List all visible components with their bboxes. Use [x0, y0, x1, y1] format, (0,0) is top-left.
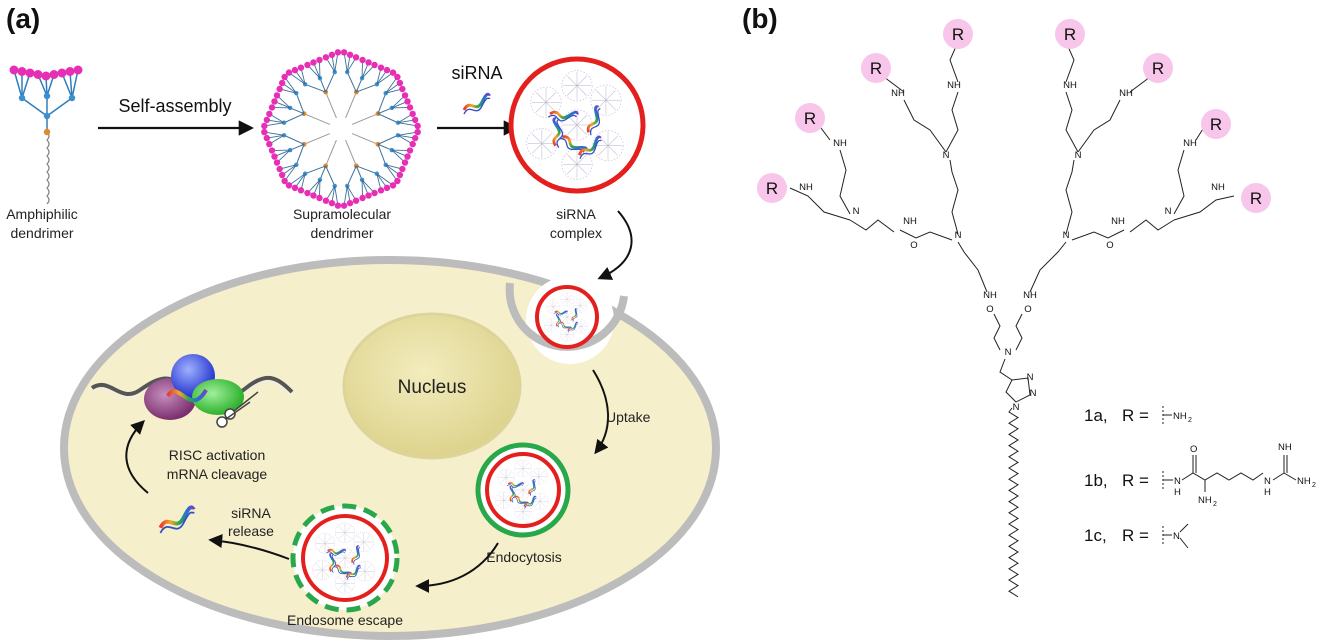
svg-text:NH: NH	[1211, 182, 1225, 193]
svg-text:NH: NH	[833, 138, 847, 149]
escape-arrow	[415, 542, 499, 593]
uptake-label: Uptake	[606, 409, 651, 425]
svg-text:O: O	[910, 240, 917, 251]
svg-text:N: N	[1063, 230, 1070, 241]
svg-text:NH: NH	[1023, 290, 1037, 301]
svg-text:NH: NH	[799, 182, 813, 193]
variant-1b-guan-h: H	[1264, 487, 1271, 498]
risc-label-line1: RISC activation	[169, 447, 265, 463]
nucleus-label: Nucleus	[398, 377, 467, 398]
uptake-complex-icon	[535, 285, 599, 349]
variant-1b-guan-nh2-sub: 2	[1312, 482, 1316, 489]
variant-1b-guan-nh2: NH	[1297, 476, 1311, 487]
variant-1c-r: R =	[1122, 526, 1149, 545]
variant-1b-nh2: NH	[1198, 495, 1212, 506]
complex-label-line2: complex	[550, 225, 602, 241]
variant-1b-o: O	[1190, 444, 1197, 455]
sirna-complex-icon	[508, 56, 646, 194]
variant-1a-group: NH	[1173, 411, 1187, 422]
complex-label-line1: siRNA	[556, 206, 596, 222]
to-cell-arrow	[597, 210, 633, 280]
variant-1b-h: H	[1174, 487, 1181, 498]
svg-text:N: N	[1030, 388, 1037, 399]
amphiphilic-label-line1: Amphiphilic	[6, 206, 78, 222]
svg-text:R: R	[952, 25, 964, 44]
svg-text:R: R	[1152, 59, 1164, 78]
sirna-label: siRNA	[451, 63, 502, 83]
svg-text:R: R	[804, 109, 816, 128]
endocytosis-label: Endocytosis	[486, 549, 561, 565]
svg-text:O: O	[1106, 240, 1113, 251]
risc-label-line2: mRNA cleavage	[167, 466, 268, 482]
variant-1b-r: R =	[1122, 471, 1149, 490]
panel-a-label: (a)	[6, 3, 40, 34]
svg-text:R: R	[870, 59, 882, 78]
sirna-helix-icon	[462, 92, 492, 116]
svg-text:N: N	[943, 150, 950, 161]
svg-text:NH: NH	[1183, 138, 1197, 149]
svg-text:N: N	[1013, 402, 1020, 413]
variant-1b-guan-n: N	[1264, 476, 1271, 487]
supramolecular-label-line1: Supramolecular	[293, 206, 391, 222]
amphiphilic-dendrimer-icon	[9, 65, 83, 205]
variant-1a-id: 1a,	[1084, 406, 1108, 425]
svg-text:NH: NH	[1063, 80, 1077, 91]
svg-text:N: N	[1027, 372, 1034, 383]
svg-text:N: N	[1005, 347, 1012, 358]
supramolecular-dendrimer-icon	[261, 49, 421, 209]
release-arrow	[208, 534, 290, 560]
svg-text:NH: NH	[891, 88, 905, 99]
nucleus	[342, 312, 522, 460]
supramolecular-label-line2: dendrimer	[310, 225, 373, 241]
svg-text:R: R	[1250, 189, 1262, 208]
panel-b-label: (b)	[742, 3, 778, 34]
svg-text:NH: NH	[947, 80, 961, 91]
uptake-arrow	[592, 369, 609, 455]
variant-1a: 1a, R = NH 2	[1084, 406, 1192, 425]
variant-1c-id: 1c,	[1084, 526, 1107, 545]
svg-text:NH: NH	[1111, 216, 1125, 227]
svg-text:NH: NH	[903, 216, 917, 227]
risc-complex-icon	[90, 354, 294, 428]
variant-1b-id: 1b,	[1084, 471, 1108, 490]
svg-text:NH: NH	[983, 290, 997, 301]
variant-1a-sub: 2	[1188, 417, 1192, 424]
svg-text:R: R	[1210, 115, 1222, 134]
release-label-line1: siRNA	[231, 505, 271, 521]
variant-1b: 1b, R = N H O NH 2 N H NH NH 2	[1084, 442, 1316, 508]
variant-1b-nh2-sub: 2	[1213, 501, 1217, 508]
variant-1c: 1c, R = N	[1084, 523, 1189, 549]
release-label-line2: release	[228, 523, 274, 539]
svg-text:N: N	[955, 230, 962, 241]
svg-text:N: N	[1075, 150, 1082, 161]
svg-text:N: N	[853, 206, 860, 217]
svg-text:O: O	[1024, 304, 1031, 315]
svg-text:R: R	[1064, 25, 1076, 44]
endocytosis-vesicle-icon	[475, 442, 571, 538]
svg-text:NH: NH	[1119, 88, 1133, 99]
variant-1c-n: N	[1173, 531, 1180, 542]
svg-text:R: R	[766, 179, 778, 198]
endosome-escape-label: Endosome escape	[287, 612, 403, 628]
endosome-escape-icon	[290, 503, 400, 613]
svg-text:N: N	[1165, 206, 1172, 217]
amphiphilic-label-line2: dendrimer	[10, 225, 73, 241]
variant-1a-r: R =	[1122, 406, 1149, 425]
variant-1b-n: N	[1174, 476, 1181, 487]
svg-text:O: O	[986, 304, 993, 315]
self-assembly-label: Self-assembly	[118, 96, 231, 116]
risc-arrow	[125, 420, 149, 494]
variant-1b-guan-nh: NH	[1278, 442, 1292, 453]
